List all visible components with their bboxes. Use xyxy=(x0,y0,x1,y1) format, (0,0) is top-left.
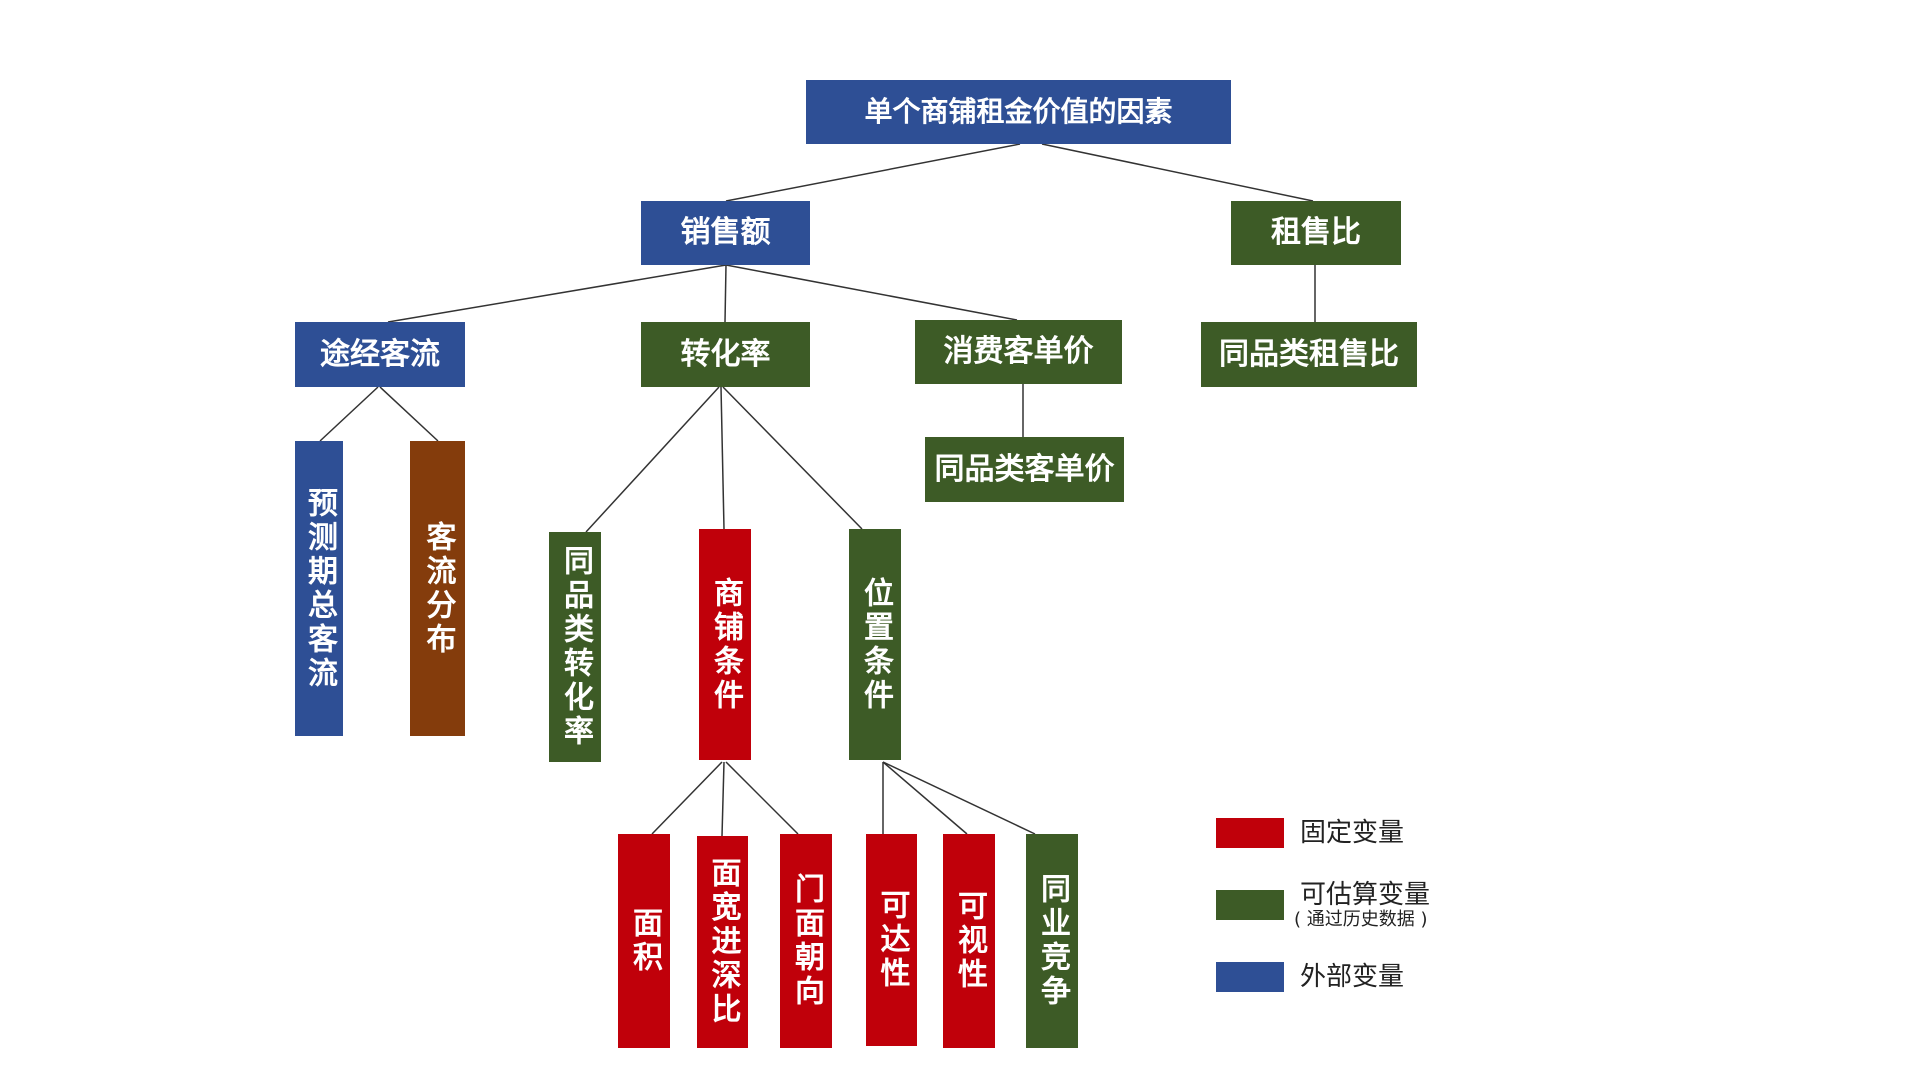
area-node: 面积 xyxy=(618,834,670,1048)
legend-external-label: 外部变量 xyxy=(1300,962,1405,992)
legend-fixed: 固定变量 xyxy=(1216,818,1404,848)
legend-external-swatch xyxy=(1216,962,1284,992)
legend-estimable-label: 可估算变量 xyxy=(1300,880,1431,910)
rent-ratio-node: 租售比 xyxy=(1231,201,1401,265)
traffic-distribution-node: 客流分布 xyxy=(410,441,465,736)
legend-external: 外部变量 xyxy=(1216,962,1404,992)
same-unit-price-node: 同品类客单价 xyxy=(925,437,1124,502)
root-node: 单个商铺租金价值的因素 xyxy=(806,80,1231,144)
competition-node: 同业竞争 xyxy=(1026,834,1078,1048)
accessibility-node: 可达性 xyxy=(866,834,917,1046)
location-condition-node: 位置条件 xyxy=(849,529,901,760)
legend-estimable: 可估算变量 ( 通过历史数据 ) xyxy=(1216,880,1430,930)
legend-estimable-swatch xyxy=(1216,890,1284,920)
traffic-node: 途经客流 xyxy=(295,322,465,387)
legend-fixed-swatch xyxy=(1216,818,1284,848)
width-depth-ratio-node: 面宽进深比 xyxy=(697,836,748,1048)
visibility-node: 可视性 xyxy=(943,834,995,1048)
legend-fixed-label: 固定变量 xyxy=(1300,818,1405,848)
forecast-traffic-node: 预测期总客流 xyxy=(295,441,343,736)
unit-price-node: 消费客单价 xyxy=(915,320,1122,384)
same-conversion-node: 同品类转化率 xyxy=(549,532,601,762)
conversion-node: 转化率 xyxy=(641,322,810,387)
sales-node: 销售额 xyxy=(641,201,810,265)
same-rent-ratio-node: 同品类租售比 xyxy=(1201,322,1417,387)
legend-estimable-note: ( 通过历史数据 ) xyxy=(1294,909,1428,930)
facade-orientation-node: 门面朝向 xyxy=(780,834,832,1048)
shop-condition-node: 商铺条件 xyxy=(699,529,751,760)
